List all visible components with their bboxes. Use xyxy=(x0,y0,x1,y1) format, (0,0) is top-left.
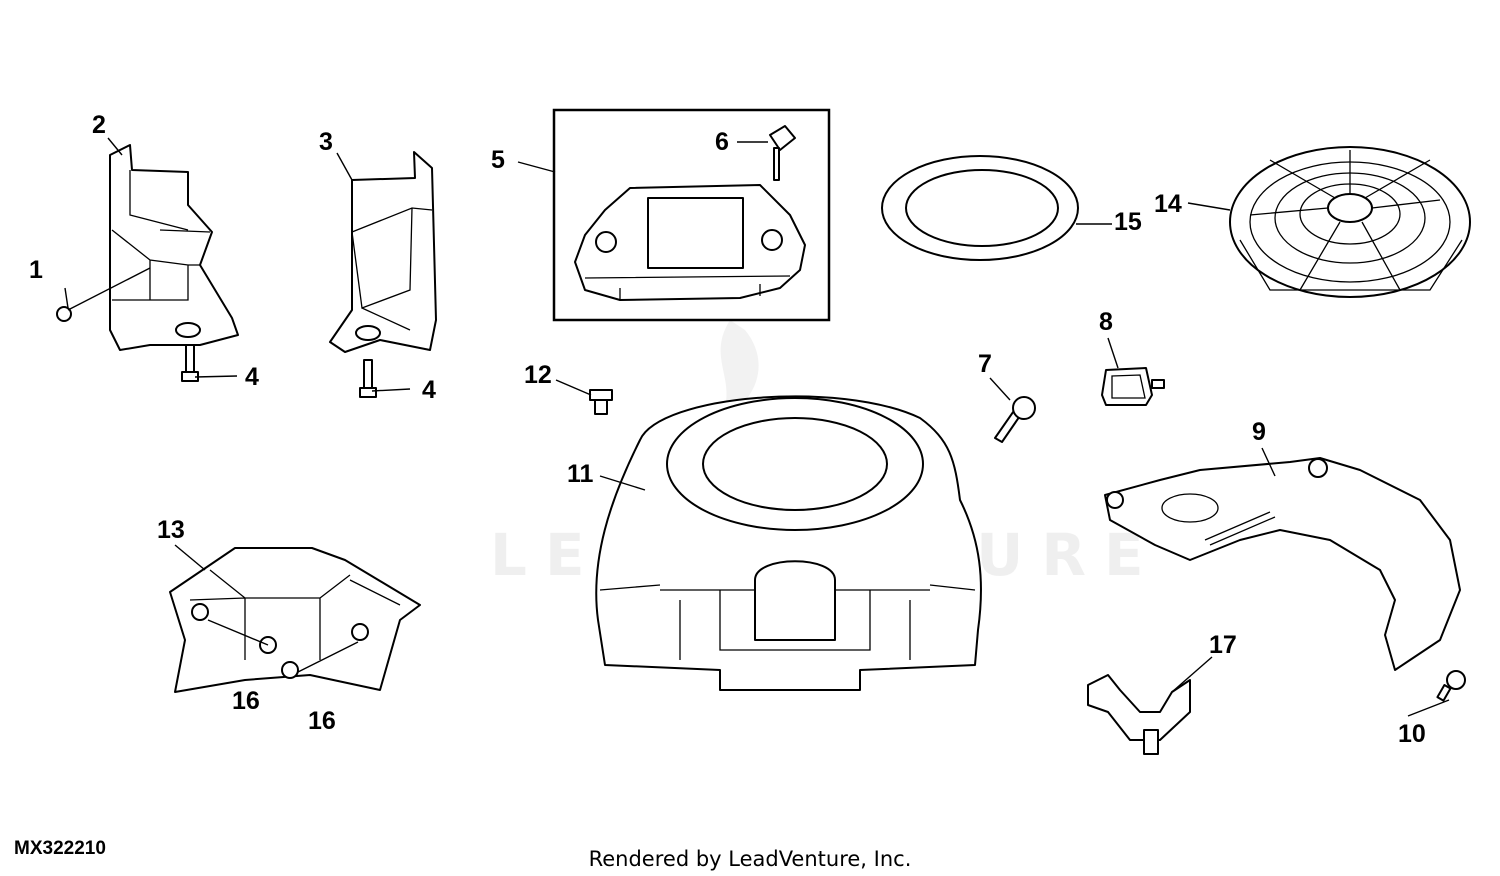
part-4-bolt-right[interactable] xyxy=(359,359,377,398)
part-6-knob[interactable] xyxy=(769,125,796,181)
callout-1: 1 xyxy=(29,256,43,284)
part-4-bolt-left[interactable] xyxy=(181,344,199,382)
callout-15: 15 xyxy=(1114,208,1142,236)
callout-12: 12 xyxy=(524,361,552,389)
callout-4a: 4 xyxy=(245,363,259,391)
part-2-left-deflector[interactable] xyxy=(109,144,239,351)
callout-4b: 4 xyxy=(422,376,436,404)
callout-7: 7 xyxy=(978,350,992,378)
part-3-right-deflector[interactable] xyxy=(329,151,437,353)
part-16-screw-b[interactable] xyxy=(281,661,299,679)
callout-16a: 16 xyxy=(232,687,260,715)
callout-2: 2 xyxy=(92,111,106,139)
callout-17: 17 xyxy=(1209,631,1237,659)
part-9-baffle[interactable] xyxy=(1104,457,1461,671)
part-15-ring[interactable] xyxy=(881,155,1079,261)
part-8-clip[interactable] xyxy=(1101,367,1165,406)
part-17-clamp[interactable] xyxy=(1087,674,1191,755)
part-1-screw[interactable] xyxy=(56,306,72,322)
callout-11: 11 xyxy=(567,460,594,488)
callout-8: 8 xyxy=(1099,308,1113,336)
part-10-screw[interactable] xyxy=(1436,670,1466,702)
footer-credit: Rendered by LeadVenture, Inc. xyxy=(589,847,912,871)
diagram-id: MX322210 xyxy=(14,838,106,859)
part-11-blower-housing[interactable] xyxy=(595,395,982,691)
callout-6: 6 xyxy=(715,128,729,156)
callout-3: 3 xyxy=(319,128,333,156)
part-13-shroud[interactable] xyxy=(169,547,421,693)
callout-labels: 1 2 3 4 4 5 6 7 8 9 10 11 12 13 14 15 16… xyxy=(29,111,1426,748)
callout-16b: 16 xyxy=(308,707,336,735)
callout-9: 9 xyxy=(1252,418,1266,446)
leader-lines xyxy=(64,137,1450,717)
part-14-grill[interactable] xyxy=(1229,146,1471,298)
part-7-pin[interactable] xyxy=(994,396,1036,443)
callout-5: 5 xyxy=(491,146,505,174)
part-5-cover-box[interactable] xyxy=(552,108,831,322)
callout-14: 14 xyxy=(1154,190,1182,218)
part-12-bolt[interactable] xyxy=(589,389,613,415)
callout-10: 10 xyxy=(1398,720,1426,748)
callout-13: 13 xyxy=(157,516,185,544)
